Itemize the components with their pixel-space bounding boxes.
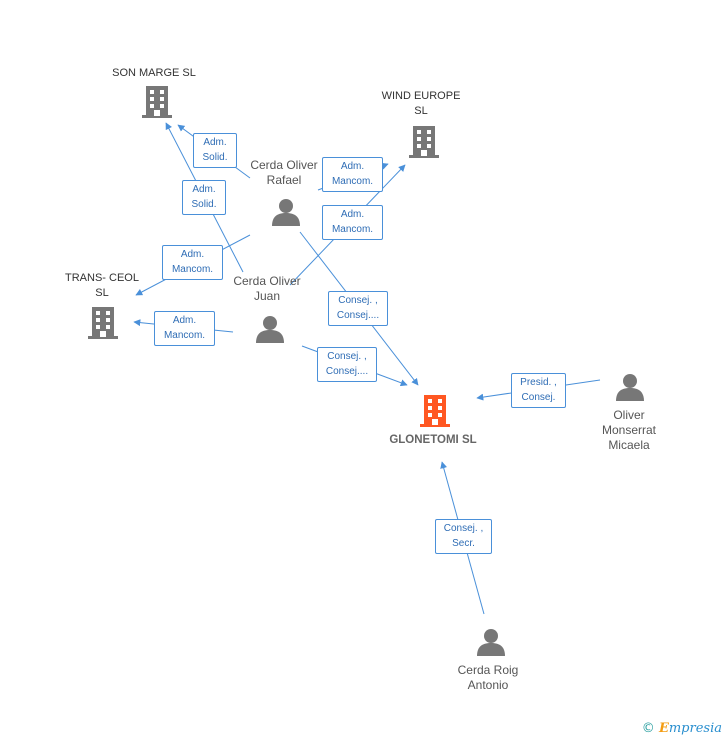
node-label-oliver-monserrat[interactable]: Oliver Monserrat Micaela [601,408,657,452]
edge-label-rafael-glonetomi[interactable]: Consej. , Consej.... [328,291,388,326]
person-icon [256,316,284,343]
node-label-cerda-oliver-rafael[interactable]: Cerda Oliver Rafael [250,158,318,187]
node-label-glonetomi[interactable]: GLONETOMI SL [389,434,477,446]
person-icon [616,374,644,401]
node-label-son-marge[interactable]: SON MARGE SL [112,67,196,79]
edge-label-juan-trans[interactable]: Adm. Mancom. [154,311,215,346]
node-label-trans-ceol[interactable]: TRANS- CEOL SL [65,272,139,299]
person-icon [477,629,505,656]
building-icon [88,307,118,339]
edge-label-juan-glonetomi[interactable]: Consej. , Consej.... [317,347,377,382]
node-label-cerda-oliver-juan[interactable]: Cerda Oliver Juan [233,274,301,303]
edge-label-juan-wind[interactable]: Adm. Mancom. [322,205,383,240]
footer-brand: © Empresia [642,721,722,736]
building-icon [142,86,172,118]
edge-label-rafael-sonmarge[interactable]: Adm. Solid. [193,133,237,168]
brand-initial: E [658,721,669,736]
edge-label-rafael-trans[interactable]: Adm. Mancom. [162,245,223,280]
building-icon [420,395,450,427]
edge-label-rafael-wind[interactable]: Adm. Mancom. [322,157,383,192]
brand-name: mpresia [668,721,722,736]
node-label-cerda-roig[interactable]: Cerda Roig Antonio [457,663,519,692]
edge-label-monserrat-glonetomi[interactable]: Presid. , Consej. [511,373,566,408]
copyright-symbol: © [641,721,655,736]
building-icon [409,126,439,158]
person-icon [272,199,300,226]
node-label-wind-europe[interactable]: WIND EUROPE SL [381,90,461,117]
edge-label-juan-sonmarge[interactable]: Adm. Solid. [182,180,226,215]
edge-label-roig-glonetomi[interactable]: Consej. , Secr. [435,519,492,554]
